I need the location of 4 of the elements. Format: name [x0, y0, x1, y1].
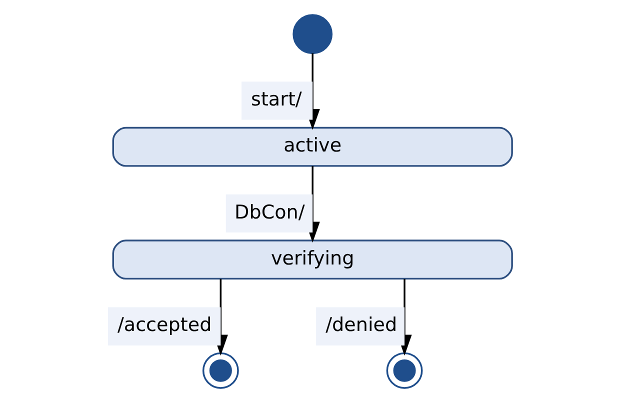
edge-label: start/: [251, 88, 302, 111]
edge-label: /denied: [326, 314, 398, 336]
edge-label: /accepted: [117, 314, 212, 336]
edge-label: DbCon/: [234, 201, 305, 224]
